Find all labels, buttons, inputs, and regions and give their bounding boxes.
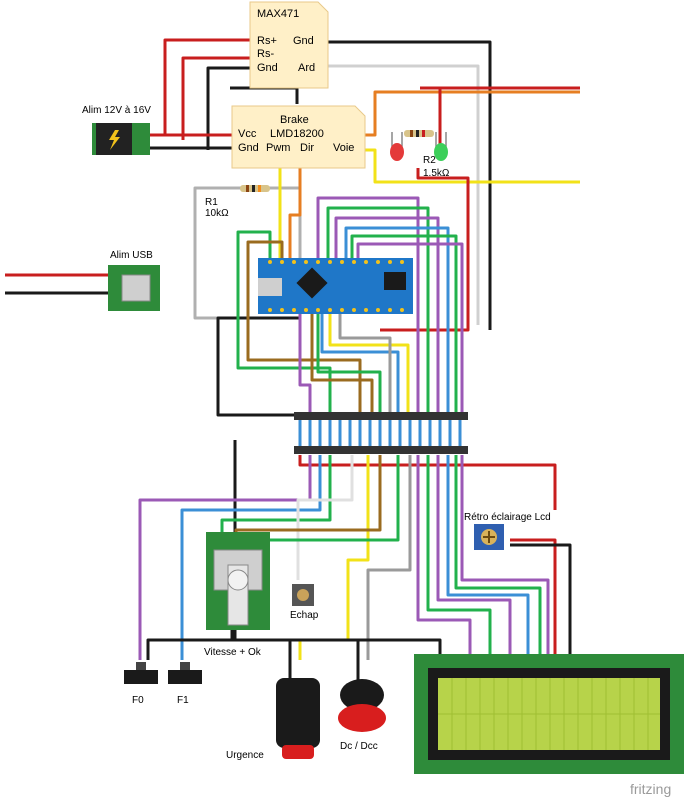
led-red <box>390 132 404 161</box>
wire-blue <box>446 455 530 660</box>
r2-value: 1.5kΩ <box>423 168 450 179</box>
wire-black <box>150 638 442 660</box>
wire-green <box>220 455 332 540</box>
f0-label: F0 <box>132 695 144 706</box>
fritzing-label: fritzing <box>630 781 671 797</box>
max471-rs-plus: Rs+ <box>257 35 277 47</box>
wire-black <box>510 543 572 660</box>
retro-label: Rétro éclairage Lcd <box>464 512 551 523</box>
wire-yellow <box>298 455 370 660</box>
wire-white <box>320 64 480 325</box>
wire-black <box>206 66 252 150</box>
wire-orange <box>310 314 374 415</box>
max471-gnd2: Gnd <box>293 35 314 47</box>
echap-button[interactable] <box>292 584 314 606</box>
wire-red <box>510 538 557 660</box>
wire-purple <box>334 216 440 415</box>
r2-label: R2 <box>423 155 436 166</box>
rotary-encoder[interactable] <box>206 532 270 630</box>
r1-label: R1 <box>205 197 218 208</box>
wire-yellow <box>362 148 580 184</box>
f0-switch[interactable] <box>124 662 158 684</box>
wire-purple <box>356 242 464 415</box>
wire-green <box>326 206 430 415</box>
dcdcc-button[interactable] <box>338 679 386 732</box>
vcc-label: Vcc <box>238 128 257 140</box>
wire-yellow <box>328 314 410 415</box>
urgence-label: Urgence <box>226 750 264 761</box>
f1-label: F1 <box>177 695 189 706</box>
resistor-r1 <box>240 185 270 192</box>
retro-potentiometer[interactable] <box>474 524 504 550</box>
wire-purple <box>460 455 550 660</box>
f1-switch[interactable] <box>168 662 202 684</box>
arduino-nano <box>258 258 413 314</box>
max471-gnd: Gnd <box>257 62 278 74</box>
max471-title: MAX471 <box>257 8 299 20</box>
wire-purple <box>316 196 420 415</box>
pwm-label: Pwm <box>266 142 290 154</box>
wire-blue <box>320 314 400 415</box>
lightning-icon <box>109 130 120 150</box>
vitesse-label: Vitesse + Ok <box>204 647 262 658</box>
wire-green <box>316 314 382 415</box>
led-green <box>434 132 448 161</box>
wire-green <box>426 455 492 660</box>
alim12v-label: Alim 12V à 16V <box>82 105 151 116</box>
wire-green <box>350 234 458 415</box>
wire-purple <box>436 455 512 660</box>
header-strip <box>294 412 468 454</box>
wire-black <box>216 316 300 417</box>
wire-gray <box>338 314 392 415</box>
wire-blue <box>180 455 322 660</box>
lmd-label: LMD18200 <box>270 128 324 140</box>
max471-rs-minus: Rs- <box>257 48 274 60</box>
alim-usb-label: Alim USB <box>110 250 153 261</box>
wire-red <box>181 56 252 140</box>
lcd-display <box>414 654 684 774</box>
wire-green <box>454 455 542 660</box>
wire-orange <box>288 168 302 262</box>
max471-ard: Ard <box>298 62 315 74</box>
wire-purple <box>298 314 312 415</box>
wire-gray <box>366 455 412 660</box>
echap-label: Echap <box>290 610 319 621</box>
resistor-r2 <box>404 130 434 137</box>
dir-label: Dir <box>300 142 314 154</box>
urgence-button[interactable] <box>276 678 320 759</box>
lmd-gnd-label: Gnd <box>238 142 259 154</box>
wire-white <box>296 455 354 580</box>
dcdcc-label: Dc / Dcc <box>340 741 378 752</box>
usb-module <box>108 265 160 311</box>
wire-purple <box>416 455 472 660</box>
wire-gray <box>268 186 302 262</box>
lmd18200-note: Brake Vcc LMD18200 Gnd Pwm Dir Voie <box>231 105 366 169</box>
max471-note: MAX471 Rs+ Gnd Rs- Gnd Ard <box>249 1 329 89</box>
wire-green <box>236 230 332 415</box>
power-jack <box>92 123 150 155</box>
r1-value: 10kΩ <box>205 208 229 219</box>
wire-purple <box>138 455 312 660</box>
wire-orange <box>362 90 580 137</box>
brake-label: Brake <box>280 114 309 126</box>
voie-label: Voie <box>333 142 354 154</box>
wire-blue <box>344 226 450 415</box>
wire-brown <box>246 240 362 415</box>
wire-brown <box>234 455 382 540</box>
wire-green <box>270 455 400 542</box>
wire-black <box>230 86 299 104</box>
